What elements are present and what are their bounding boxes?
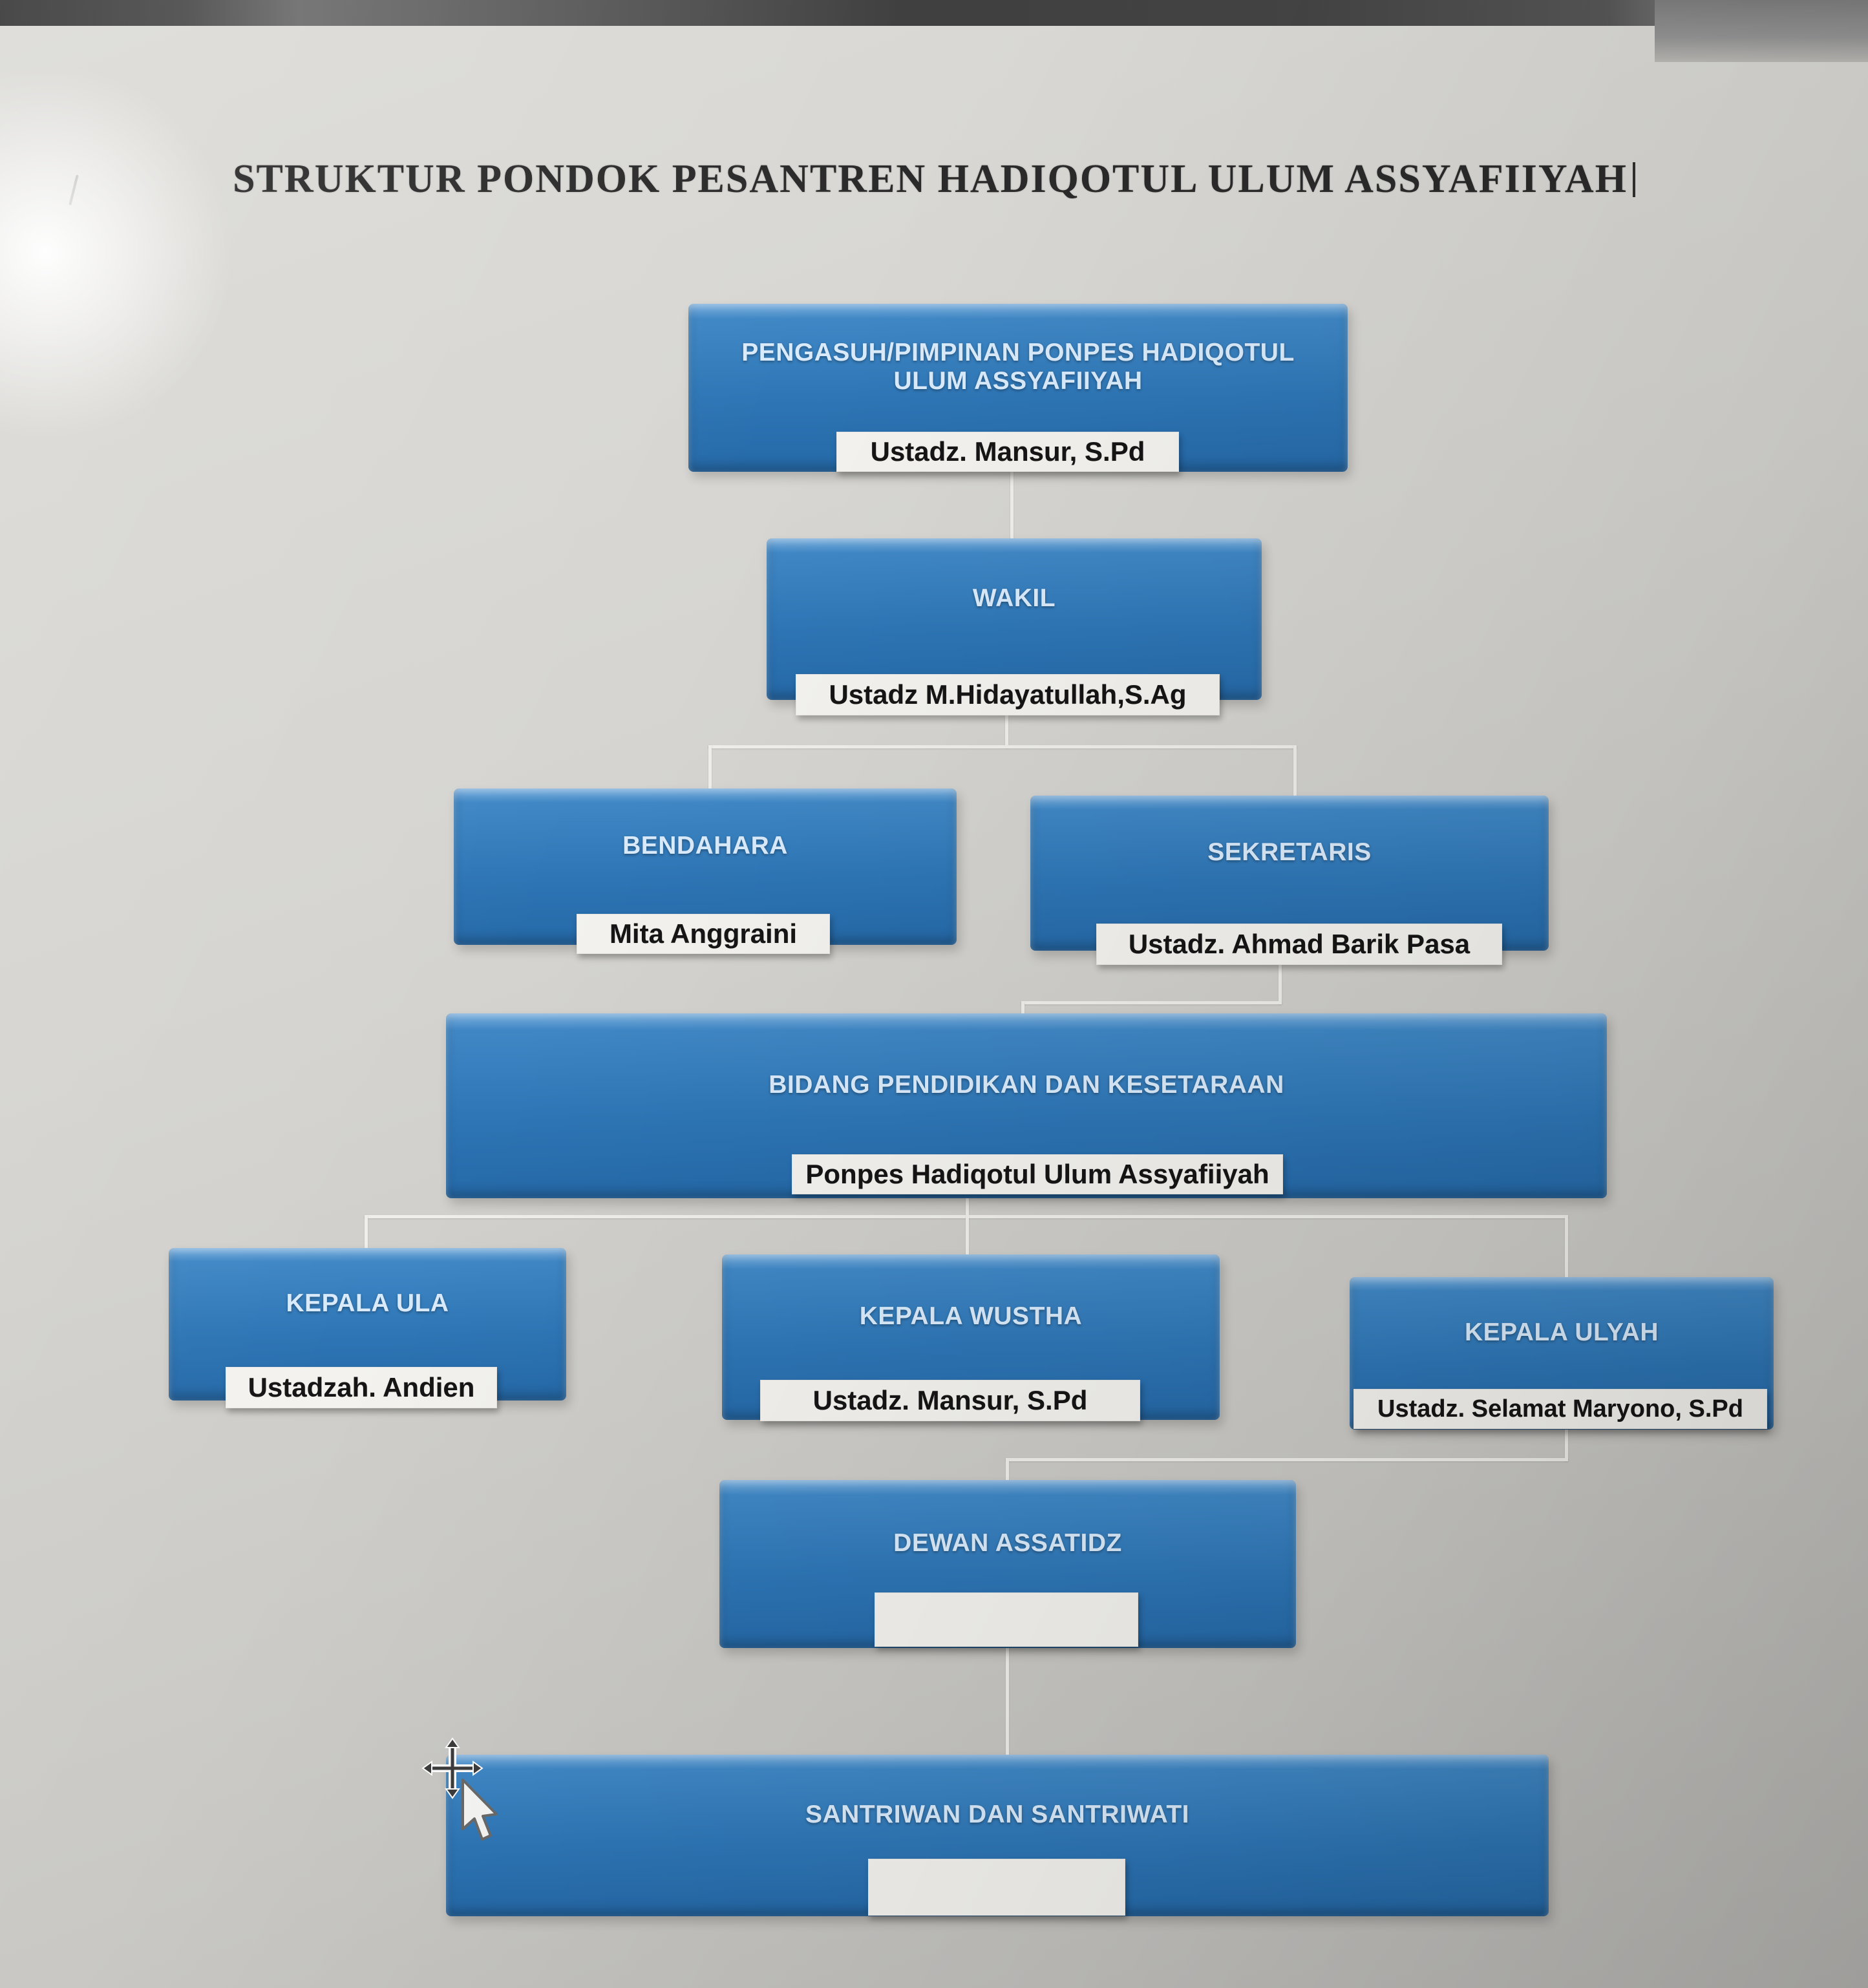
connector-line [1010, 471, 1014, 540]
text-cursor [1632, 162, 1635, 197]
org-name-label-santriwan[interactable] [868, 1859, 1125, 1916]
screen-top-bezel [0, 0, 1868, 26]
connector-line [1565, 1215, 1568, 1278]
connector-line [966, 1215, 969, 1256]
connector-line [1279, 965, 1282, 1004]
org-node-role: SANTRIWAN DAN SANTRIWATI [805, 1801, 1190, 1828]
org-name-label-bendahara[interactable]: Mita Anggraini [577, 914, 830, 954]
org-node-role: PENGASUH/PIMPINAN PONPES HADIQOTUL ULUM … [741, 339, 1295, 395]
org-name-label-pengasuh[interactable]: Ustadz. Mansur, S.Pd [836, 432, 1179, 472]
org-name-label-dewan-assatidz[interactable] [875, 1592, 1138, 1647]
org-name-label-wakil[interactable]: Ustadz M.Hidayatullah,S.Ag [796, 674, 1220, 715]
org-name-label-kepala-ulyah[interactable]: Ustadz. Selamat Maryono, S.Pd [1353, 1389, 1767, 1429]
connector-line [365, 1215, 368, 1249]
org-node-role: WAKIL [972, 584, 1056, 612]
connector-line [1565, 1428, 1568, 1461]
org-node-role: KEPALA WUSTHA [859, 1302, 1083, 1330]
org-node-role: KEPALA ULYAH [1464, 1318, 1659, 1346]
org-node-role: SEKRETARIS [1207, 838, 1372, 866]
connector-line [1293, 745, 1297, 798]
connector-line [1006, 1458, 1568, 1461]
connector-line [708, 745, 712, 790]
org-name-label-kepala-wustha[interactable]: Ustadz. Mansur, S.Pd [760, 1380, 1140, 1421]
connector-line [1006, 1647, 1009, 1756]
connector-line [708, 745, 1297, 748]
org-name-label-sekretaris[interactable]: Ustadz. Ahmad Barik Pasa [1096, 924, 1502, 965]
org-name-label-kepala-ula[interactable]: Ustadzah. Andien [226, 1367, 497, 1408]
document-title-text: STRUKTUR PONDOK PESANTREN HADIQOTUL ULUM… [233, 157, 1628, 201]
org-node-role: BENDAHARA [622, 832, 788, 860]
connector-line [1006, 1458, 1009, 1481]
org-name-label-bidang-pendidikan[interactable]: Ponpes Hadiqotul Ulum Assyafiiyah [792, 1154, 1283, 1194]
org-node-role: BIDANG PENDIDIKAN DAN KESETARAAN [769, 1071, 1284, 1099]
org-node-role: KEPALA ULA [286, 1289, 449, 1317]
document-title[interactable]: STRUKTUR PONDOK PESANTREN HADIQOTUL ULUM… [0, 156, 1868, 202]
connector-line [1021, 1001, 1282, 1004]
org-node-role: DEWAN ASSATIDZ [893, 1529, 1122, 1557]
screen-top-right-bezel [1655, 0, 1868, 62]
